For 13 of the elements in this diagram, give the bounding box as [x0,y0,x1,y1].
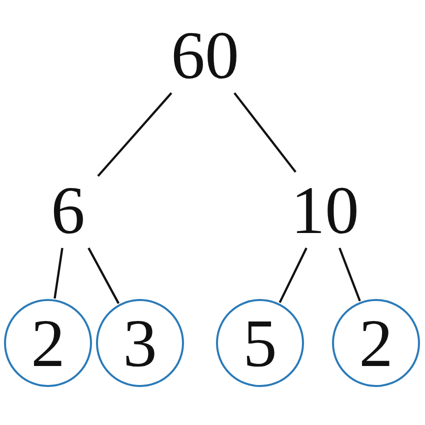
factor-number: 6 [51,176,85,244]
factor-number: 2 [31,309,65,377]
connector-line [338,248,361,302]
factor-number: 3 [123,309,157,377]
connector-line [234,92,296,173]
factor-number: 5 [243,309,277,377]
connector-line [97,92,172,177]
factor-number: 10 [291,176,359,244]
factor-number: 2 [359,309,393,377]
connector-line [278,248,308,304]
factor-number: 60 [171,21,239,89]
connector-line [88,247,120,304]
connector-line [54,248,64,299]
